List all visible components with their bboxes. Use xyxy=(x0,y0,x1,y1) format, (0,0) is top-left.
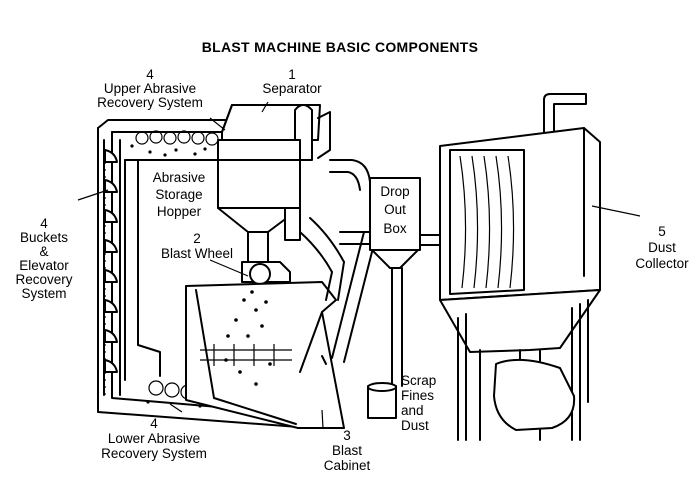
separator-number: 1 xyxy=(288,67,296,82)
dust-collector-number: 5 xyxy=(658,224,666,239)
hopper-label-line1: Abrasive xyxy=(153,170,206,185)
elevator-label-line3: Elevator xyxy=(19,258,69,273)
elevator-label-line4: Recovery xyxy=(15,272,72,287)
blast-cabinet-number: 3 xyxy=(343,428,351,443)
lower-recovery-label-line1: Lower Abrasive xyxy=(108,431,200,446)
blast-wheel-number: 2 xyxy=(193,231,201,246)
blast-cabinet-label-line2: Cabinet xyxy=(324,458,371,473)
drop-out-box-label-line3: Box xyxy=(383,221,407,236)
separator-label: Separator xyxy=(262,81,322,96)
drop-out-box-label-line1: Drop xyxy=(380,184,409,199)
upper-recovery-label-line1: Upper Abrasive xyxy=(104,81,196,96)
elevator-label-line1: Buckets xyxy=(20,230,68,245)
lower-recovery-number: 4 xyxy=(150,416,158,431)
storage-hopper xyxy=(217,207,301,263)
upper-recovery-number: 4 xyxy=(146,67,154,82)
diagram-title: BLAST MACHINE BASIC COMPONENTS xyxy=(202,39,479,55)
scrap-label-line4: Dust xyxy=(401,418,429,433)
scrap-label-line1: Scrap xyxy=(401,373,436,388)
hopper-label-line2: Storage xyxy=(155,187,202,202)
upper-recovery-label-line2: Recovery System xyxy=(97,95,203,110)
dust-collector-label-line1: Dust xyxy=(648,240,676,255)
blast-cabinet xyxy=(185,281,345,429)
dust-collector-label-line2: Collector xyxy=(635,256,689,271)
blast-cabinet-label-line1: Blast xyxy=(332,443,362,458)
drop-out-box-label-line2: Out xyxy=(384,202,406,217)
drop-out-box xyxy=(369,177,441,387)
hopper-label-line3: Hopper xyxy=(157,204,202,219)
dust-collector xyxy=(439,93,601,441)
separator xyxy=(217,104,331,209)
elevator-label-line2: & xyxy=(39,244,48,259)
blast-wheel xyxy=(241,261,291,285)
dust-ducting xyxy=(299,159,375,365)
upper-screw-conveyor xyxy=(130,130,219,157)
scrap-container xyxy=(367,382,397,419)
lower-recovery-label-line2: Recovery System xyxy=(101,446,207,461)
bucket-elevator xyxy=(103,139,121,400)
leader-lines xyxy=(77,101,641,429)
scrap-label-line3: and xyxy=(401,403,424,418)
elevator-label-line5: System xyxy=(21,286,66,301)
scrap-label-line2: Fines xyxy=(401,388,434,403)
elevator-number: 4 xyxy=(40,216,48,231)
blast-wheel-label: Blast Wheel xyxy=(161,246,233,261)
